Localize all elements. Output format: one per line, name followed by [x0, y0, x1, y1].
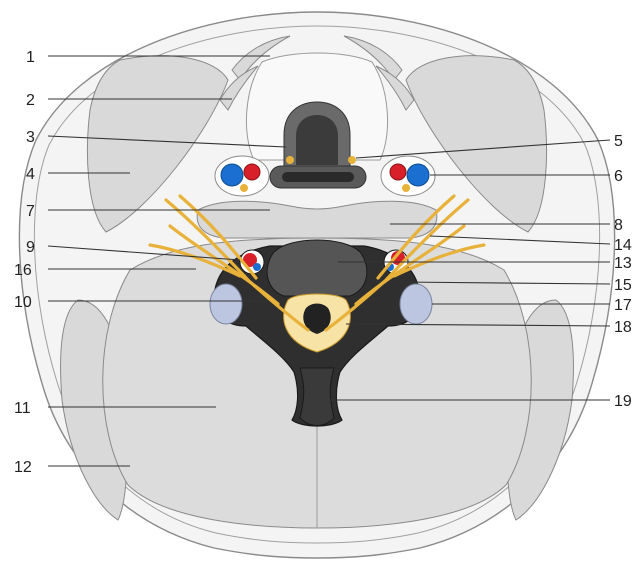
label-14: 14 [614, 237, 632, 254]
vertebral-body [267, 240, 367, 296]
spinous-process [300, 368, 334, 426]
recurrent-nerve-right [348, 156, 356, 164]
trachea-lumen [296, 115, 338, 165]
label-6: 6 [614, 168, 623, 185]
label-11: 11 [14, 400, 31, 417]
carotid-sheath-left [215, 156, 269, 196]
carotid-sheath-right [381, 156, 435, 196]
label-3: 3 [26, 129, 35, 146]
esophagus-lumen [282, 172, 354, 182]
label-4: 4 [26, 166, 35, 183]
label-8: 8 [614, 217, 623, 234]
label-7: 7 [26, 203, 35, 220]
label-17: 17 [614, 297, 632, 314]
label-9: 9 [26, 239, 35, 256]
label-18: 18 [614, 319, 632, 336]
label-2: 2 [26, 92, 35, 109]
label-15: 15 [614, 277, 632, 294]
lateral-oval-left [210, 284, 242, 324]
label-13: 13 [614, 255, 632, 272]
lateral-oval-right [400, 284, 432, 324]
label-12: 12 [14, 459, 32, 476]
recurrent-nerve-left [286, 156, 294, 164]
label-16: 16 [14, 262, 32, 279]
label-1: 1 [26, 49, 35, 66]
label-19: 19 [614, 393, 632, 410]
label-5: 5 [614, 133, 623, 150]
label-10: 10 [14, 294, 32, 311]
